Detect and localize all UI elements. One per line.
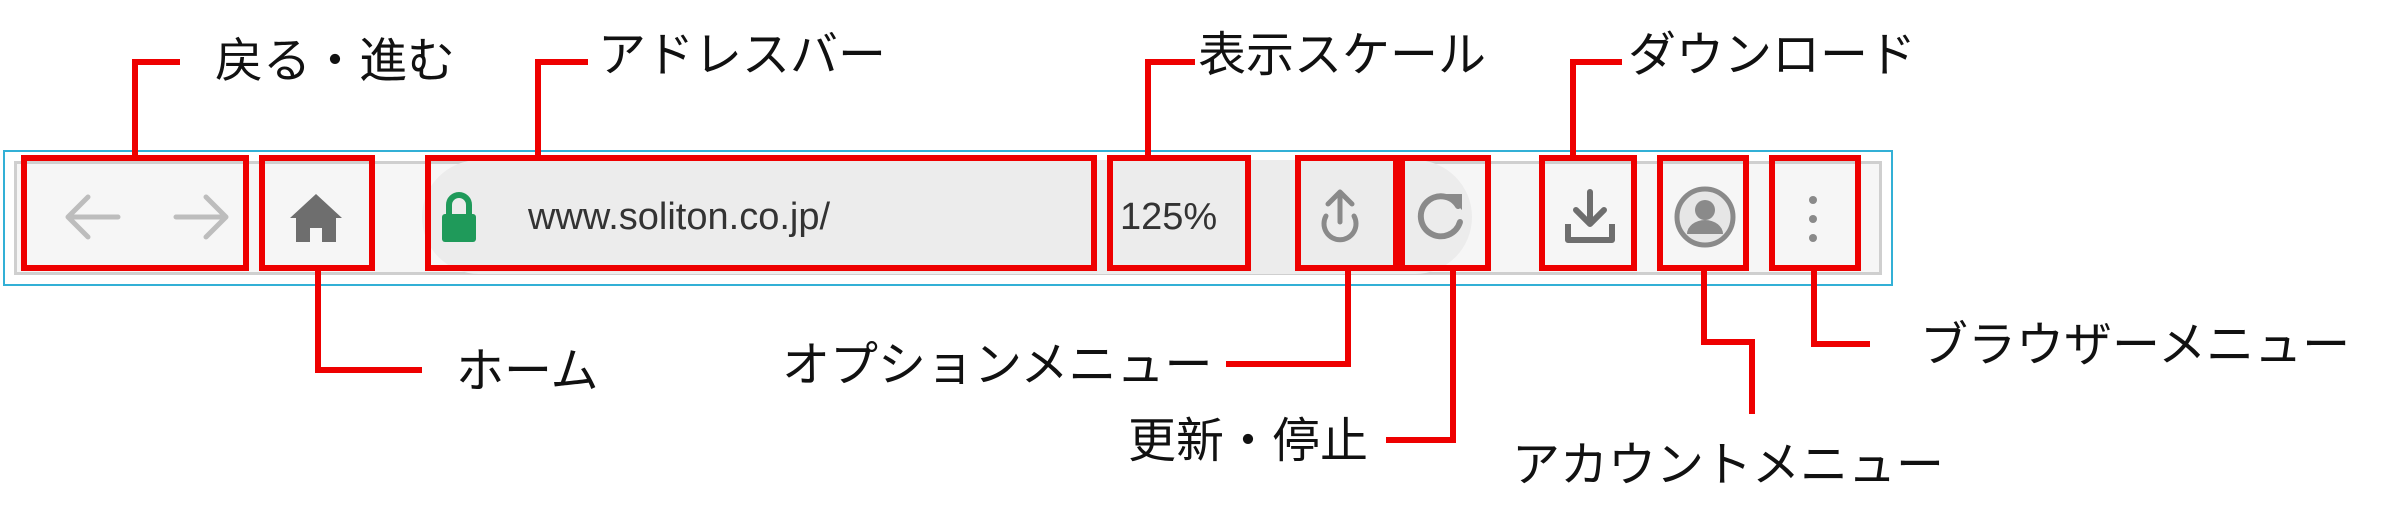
download-icon[interactable] bbox=[1562, 188, 1618, 246]
highlight-browser-menu bbox=[1769, 155, 1861, 271]
reload-icon[interactable] bbox=[1412, 188, 1468, 244]
highlight-back-forward bbox=[21, 155, 249, 271]
back-arrow-icon[interactable] bbox=[62, 192, 122, 242]
kebab-menu-icon[interactable] bbox=[1804, 192, 1822, 246]
leader-back-forward bbox=[132, 59, 180, 155]
highlight-reload-stop bbox=[1399, 155, 1491, 271]
label-address-bar: アドレスバー bbox=[598, 27, 887, 83]
label-display-scale: 表示スケール bbox=[1198, 27, 1487, 83]
leader-browser-menu bbox=[1811, 271, 1870, 347]
leader-address-bar bbox=[535, 59, 588, 155]
lock-icon bbox=[442, 192, 476, 242]
highlight-account-menu bbox=[1657, 155, 1749, 271]
label-back-forward: 戻る・進む bbox=[215, 33, 456, 89]
account-icon[interactable] bbox=[1674, 186, 1736, 248]
highlight-home bbox=[259, 155, 375, 271]
leader-reload-stop bbox=[1386, 271, 1456, 443]
leader-account-menu bbox=[1701, 271, 1755, 414]
leader-download bbox=[1570, 59, 1622, 155]
share-icon[interactable] bbox=[1316, 186, 1364, 248]
label-reload-stop: 更新・停止 bbox=[1128, 413, 1369, 469]
leader-home bbox=[315, 271, 422, 373]
leader-options-menu bbox=[1226, 271, 1351, 367]
zoom-level[interactable]: 125% bbox=[1120, 196, 1218, 238]
label-home: ホーム bbox=[456, 343, 599, 399]
label-download: ダウンロード bbox=[1628, 27, 1917, 83]
home-icon[interactable] bbox=[288, 190, 344, 246]
label-browser-menu: ブラウザーメニュー bbox=[1920, 317, 2351, 373]
highlight-address-bar bbox=[425, 155, 1097, 271]
forward-arrow-icon[interactable] bbox=[172, 192, 232, 242]
leader-display-scale bbox=[1145, 59, 1195, 155]
highlight-display-scale bbox=[1107, 155, 1251, 271]
url-text[interactable]: www.soliton.co.jp/ bbox=[528, 196, 831, 238]
highlight-options-menu bbox=[1295, 155, 1399, 271]
label-account-menu: アカウントメニュー bbox=[1512, 437, 1945, 493]
label-options-menu: オプションメニュー bbox=[782, 337, 1213, 393]
highlight-download bbox=[1539, 155, 1637, 271]
